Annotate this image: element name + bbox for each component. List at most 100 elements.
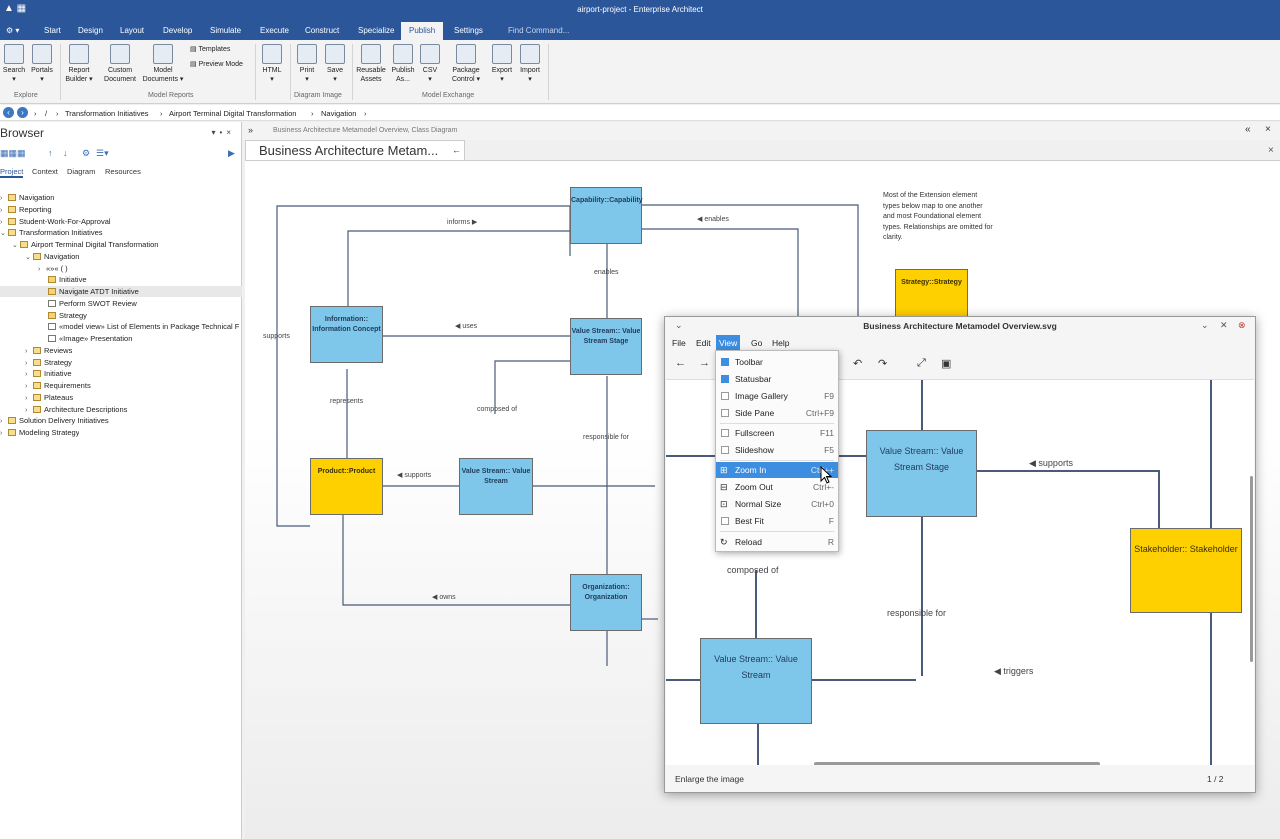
- menu-item-statusbar[interactable]: Statusbar: [716, 371, 838, 387]
- tree-item[interactable]: ›Requirements: [25, 381, 91, 390]
- tree-item[interactable]: ›Architecture Descriptions: [25, 405, 128, 414]
- browser-controls[interactable]: ▾•×: [211, 128, 235, 137]
- quick-access-icon[interactable]: ▲ ▦: [4, 3, 27, 14]
- properties-icon[interactable]: ⚙: [82, 148, 91, 158]
- expand-icon[interactable]: ▶: [228, 148, 235, 158]
- search-button[interactable]: Search▾: [2, 42, 26, 84]
- diagram-tab[interactable]: Business Architecture Metam... ←: [245, 140, 465, 160]
- tree-item[interactable]: ⌄Navigation: [25, 252, 80, 261]
- tree-item[interactable]: ›«»« ( ): [38, 264, 68, 273]
- tab-project[interactable]: Project: [0, 167, 24, 178]
- publish-as-button[interactable]: Publish As...: [388, 42, 418, 84]
- tab-construct[interactable]: Construct: [305, 26, 340, 35]
- tab-develop[interactable]: Develop: [163, 26, 193, 35]
- backstage-button[interactable]: ⚙ ▾: [6, 26, 20, 35]
- move-down-icon[interactable]: ↓: [63, 148, 68, 158]
- tree-item[interactable]: Strategy: [48, 310, 87, 321]
- element-value-stream-stage[interactable]: Value Stream:: Value Stream Stage: [570, 318, 642, 375]
- tree-item[interactable]: ›Modeling Strategy: [0, 428, 80, 437]
- tree-item[interactable]: Initiative: [48, 274, 87, 285]
- fullscreen-icon[interactable]: ⤢: [917, 357, 926, 369]
- tab-simulate[interactable]: Simulate: [210, 26, 242, 35]
- element-product[interactable]: Product::Product: [310, 458, 383, 515]
- tree-item[interactable]: ›Strategy: [25, 358, 72, 367]
- rotate-left-icon[interactable]: ↶: [853, 358, 863, 370]
- tree-item[interactable]: ›Reporting: [0, 205, 52, 214]
- tab-diagram[interactable]: Diagram: [67, 167, 96, 176]
- viewer-element-value-stream-stage[interactable]: Value Stream:: Value Stream Stage: [866, 430, 977, 517]
- rotate-right-icon[interactable]: ↷: [878, 358, 888, 370]
- save-button[interactable]: Save▾: [322, 42, 348, 84]
- tree-item[interactable]: ›Initiative: [25, 369, 72, 378]
- menu-edit[interactable]: Edit: [696, 338, 711, 348]
- tree-item[interactable]: ⌄Transformation Initiatives: [0, 228, 103, 237]
- breadcrumb-item[interactable]: Airport Terminal Digital Transformation: [169, 109, 297, 118]
- horizontal-scrollbar[interactable]: [814, 762, 1100, 765]
- import-button[interactable]: Import▾: [516, 42, 544, 84]
- pin-icon[interactable]: ←: [452, 145, 461, 155]
- tab-specialize[interactable]: Specialize: [358, 26, 395, 35]
- element-information-concept[interactable]: Information:: Information Concept: [310, 306, 383, 363]
- minimize-icon[interactable]: ⌄: [1201, 320, 1209, 330]
- reusable-assets-button[interactable]: Reusable Assets: [354, 42, 388, 84]
- package-control-button[interactable]: Package Control ▾: [448, 42, 484, 84]
- tab-resources[interactable]: Resources: [105, 167, 141, 176]
- menu-icon[interactable]: ☰▾: [96, 148, 109, 158]
- model-documents-button[interactable]: Model Documents ▾: [140, 42, 186, 84]
- tab-layout[interactable]: Layout: [120, 26, 145, 35]
- forward-icon[interactable]: ›: [17, 107, 28, 118]
- menu-go[interactable]: Go: [751, 338, 763, 348]
- preview-mode-button[interactable]: ▤ Preview Mode: [190, 61, 243, 68]
- back-icon[interactable]: ‹: [3, 107, 14, 118]
- tree-item-selected[interactable]: Navigate ATDT Initiative: [0, 286, 242, 297]
- menu-help[interactable]: Help: [772, 338, 790, 348]
- close-icon[interactable]: ⊗: [1238, 320, 1246, 330]
- templates-button[interactable]: ▤ Templates: [190, 46, 231, 53]
- tab-context[interactable]: Context: [32, 167, 58, 176]
- element-strategy[interactable]: Strategy::Strategy: [895, 269, 968, 319]
- vertical-scrollbar[interactable]: [1250, 476, 1253, 662]
- prev-icon[interactable]: ←: [675, 357, 686, 369]
- tab-execute[interactable]: Execute: [260, 26, 289, 35]
- csv-button[interactable]: CSV▾: [418, 42, 442, 84]
- print-button[interactable]: Print▾: [294, 42, 320, 84]
- menu-file[interactable]: File: [672, 338, 686, 348]
- html-button[interactable]: HTML▾: [258, 42, 286, 84]
- next-icon[interactable]: →: [699, 357, 710, 369]
- tab-design[interactable]: Design: [78, 26, 103, 35]
- menu-view[interactable]: View: [716, 335, 741, 351]
- tree-item[interactable]: ›Student-Work-For-Approval: [0, 217, 111, 226]
- element-value-stream[interactable]: Value Stream:: Value Stream: [459, 458, 533, 515]
- breadcrumb-root[interactable]: /: [45, 109, 48, 118]
- tree-item[interactable]: ›Plateaus: [25, 393, 74, 402]
- tree-item[interactable]: ›Solution Delivery Initiatives: [0, 416, 109, 425]
- find-command-input[interactable]: Find Command...: [508, 26, 570, 35]
- tree-item[interactable]: ⌄Airport Terminal Digital Transformation: [12, 240, 159, 249]
- tab-settings[interactable]: Settings: [454, 26, 483, 35]
- tree-item[interactable]: ›Navigation: [0, 193, 55, 202]
- window-menu-icon[interactable]: ⌄: [675, 320, 683, 330]
- tree-item[interactable]: «Image» Presentation: [48, 333, 132, 344]
- portals-button[interactable]: Portals▾: [28, 42, 56, 84]
- new-package-icon[interactable]: ▦▦▦: [0, 148, 26, 158]
- tab-publish[interactable]: Publish: [401, 22, 444, 40]
- tree-item[interactable]: ›Reviews: [25, 346, 73, 355]
- move-up-icon[interactable]: ↑: [48, 148, 53, 158]
- collapse-icon[interactable]: «: [1245, 124, 1251, 135]
- tree-item[interactable]: «model view» List of Elements in Package…: [48, 321, 242, 332]
- maximize-icon[interactable]: ✕: [1220, 320, 1228, 330]
- expand-icon[interactable]: »: [248, 125, 254, 135]
- tree-item[interactable]: Perform SWOT Review: [48, 298, 137, 309]
- export-button[interactable]: Export▾: [488, 42, 516, 84]
- breadcrumb-item[interactable]: Navigation: [321, 109, 357, 118]
- menu-item-toolbar[interactable]: Toolbar: [716, 354, 838, 370]
- report-builder-button[interactable]: Report Builder ▾: [62, 42, 96, 84]
